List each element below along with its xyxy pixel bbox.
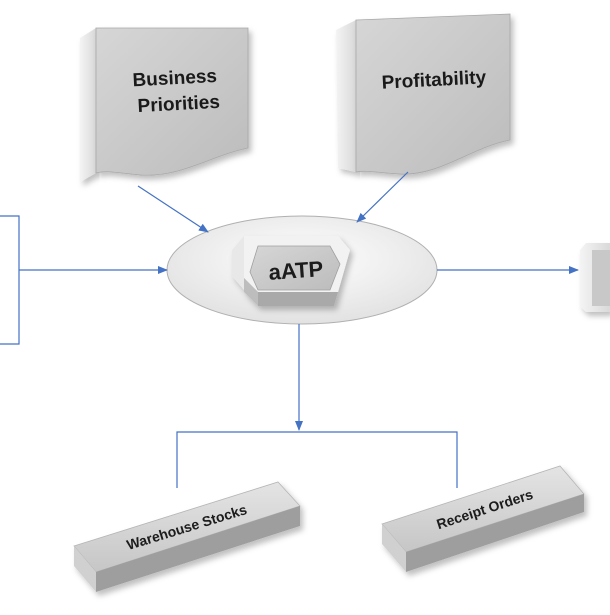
business-priorities-node: Business Priorities xyxy=(80,27,249,182)
profitability-node: Profitability xyxy=(336,13,511,175)
right-partial-shape xyxy=(580,243,610,312)
aatp-label: aATP xyxy=(268,256,324,285)
business-priorities-label: Business Priorities xyxy=(132,66,224,118)
branch-connector xyxy=(176,431,458,488)
receipt-orders-node: Receipt Orders xyxy=(381,465,585,572)
aatp-node: aATP xyxy=(232,236,350,306)
arrow-business-priorities-to-aatp xyxy=(137,185,209,233)
arrow-profitability-to-aatp xyxy=(356,171,409,223)
warehouse-stocks-node: Warehouse Stocks xyxy=(73,481,301,592)
left-partial-box xyxy=(0,215,20,345)
